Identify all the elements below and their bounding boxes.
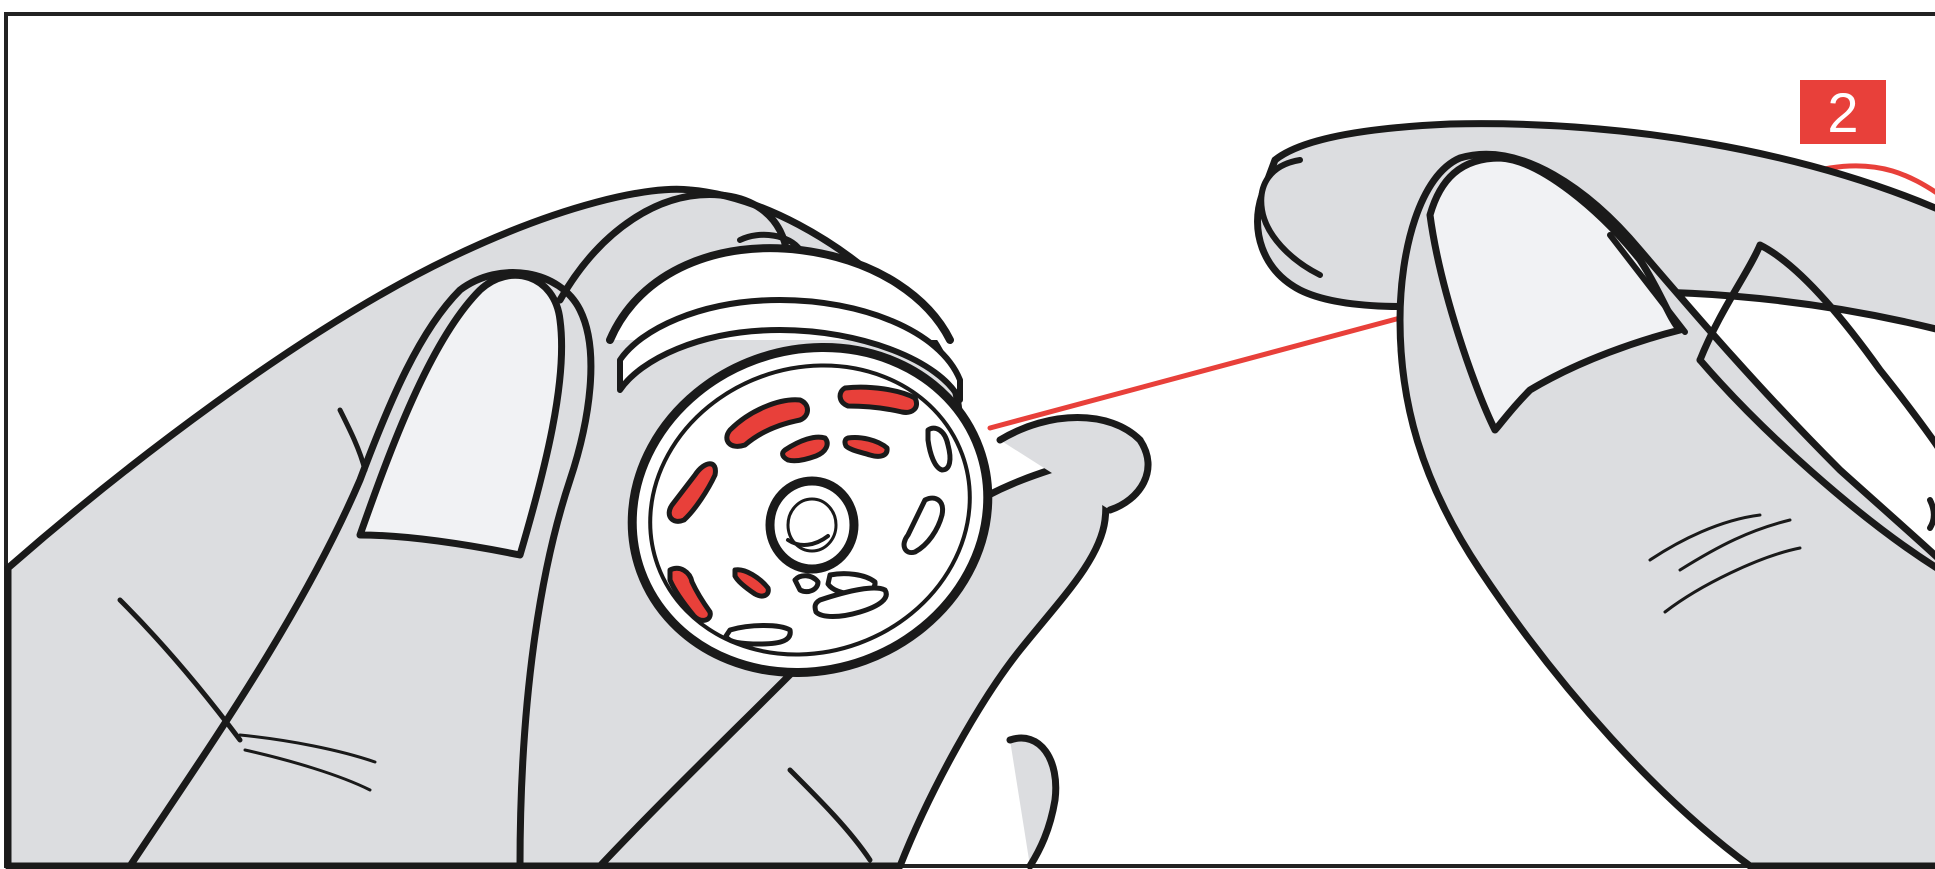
step-number: 2 — [1827, 81, 1858, 144]
step-badge: 2 — [1800, 80, 1886, 144]
